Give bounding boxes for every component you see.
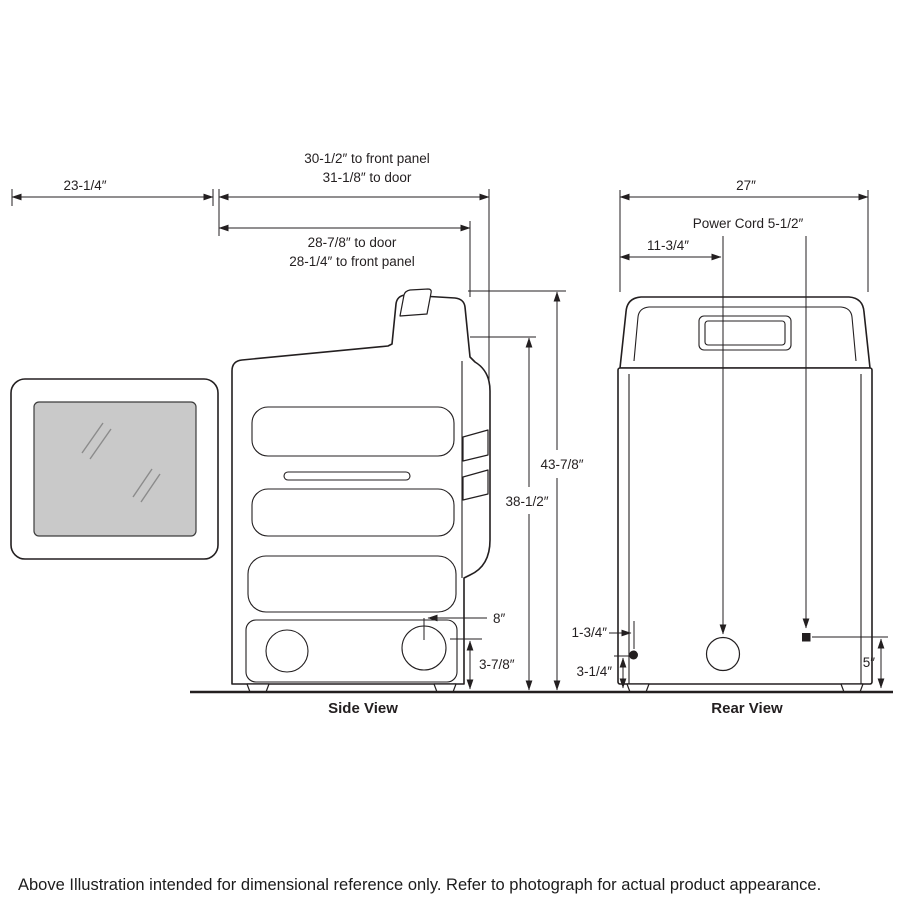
console-tab bbox=[399, 288, 432, 317]
dim-label-depth-door: 31-1/8″ to door bbox=[323, 170, 412, 185]
bottom-circle-left bbox=[265, 629, 309, 673]
rear-handle-outer bbox=[698, 315, 792, 351]
side-panel-lower bbox=[247, 555, 457, 613]
dim-door-open-width: 23-1/4″ bbox=[11, 178, 214, 206]
rear-cap-inner-line bbox=[633, 306, 857, 362]
side-view-caption: Side View bbox=[328, 700, 398, 717]
dim-label-cord-offset: 11-3/4″ bbox=[647, 238, 689, 253]
dim-body-depth: 28-7/8″ to door 28-1/4″ to front panel bbox=[218, 221, 471, 297]
power-cord-callout: Power Cord 5-1/2″ bbox=[693, 216, 810, 635]
rear-handle-inner bbox=[704, 320, 786, 346]
dim-label-exhaust-height: 3-7/8″ bbox=[479, 657, 515, 672]
dim-label-body-front-panel: 28-1/4″ to front panel bbox=[289, 254, 415, 269]
dim-label-height-total: 43-7/8″ bbox=[540, 457, 583, 472]
dim-overall-depth: 30-1/2″ to front panel 31-1/8″ to door bbox=[218, 151, 490, 380]
corner-marker-dot bbox=[629, 650, 638, 660]
rear-view-caption: Rear View bbox=[711, 700, 783, 717]
dim-bottom-offset: 3-1/4″ bbox=[576, 655, 629, 689]
rear-view bbox=[617, 296, 873, 693]
side-slot bbox=[283, 471, 411, 481]
side-bottom-band bbox=[245, 619, 458, 683]
rear-top-cap bbox=[619, 296, 871, 369]
dim-label-bottom-offset: 3-1/4″ bbox=[576, 664, 612, 679]
side-panel-upper bbox=[251, 406, 455, 457]
side-view bbox=[10, 288, 491, 693]
power-cord-exit-circle bbox=[705, 636, 741, 672]
dim-label-door-open: 23-1/4″ bbox=[63, 178, 106, 193]
power-cord-label: Power Cord 5-1/2″ bbox=[693, 216, 804, 231]
side-panel-middle bbox=[251, 488, 455, 537]
dim-label-depth-front-panel: 30-1/2″ to front panel bbox=[304, 151, 430, 166]
dim-label-height-top: 38-1/2″ bbox=[505, 494, 548, 509]
door-glass bbox=[33, 401, 197, 537]
dim-height-to-top: 38-1/2″ bbox=[470, 336, 549, 691]
dim-side-offset: 1-3/4″ bbox=[571, 621, 635, 649]
dim-exhaust-offset: 8″ bbox=[423, 611, 506, 640]
dim-height-total: 43-7/8″ bbox=[468, 290, 584, 691]
rear-body-outline bbox=[617, 367, 873, 685]
cord-mount-square bbox=[802, 633, 811, 642]
hinge-detail-lower bbox=[462, 469, 489, 501]
dim-label-exhaust-offset: 8″ bbox=[493, 611, 506, 626]
dim-exhaust-height: 3-7/8″ bbox=[450, 638, 515, 690]
dim-label-rear-width: 27″ bbox=[736, 178, 756, 193]
dim-label-body-door: 28-7/8″ to door bbox=[308, 235, 397, 250]
footer-note: Above Illustration intended for dimensio… bbox=[18, 876, 821, 894]
dim-label-right-height: 5″ bbox=[863, 655, 876, 670]
dim-right-height: 5″ bbox=[812, 636, 888, 689]
hinge-detail-upper bbox=[462, 429, 489, 462]
glass-shine-icon bbox=[81, 422, 161, 503]
dim-label-side-offset: 1-3/4″ bbox=[571, 625, 607, 640]
dim-cord-offset: 11-3/4″ bbox=[619, 238, 722, 261]
dim-rear-width: 27″ bbox=[619, 178, 869, 292]
